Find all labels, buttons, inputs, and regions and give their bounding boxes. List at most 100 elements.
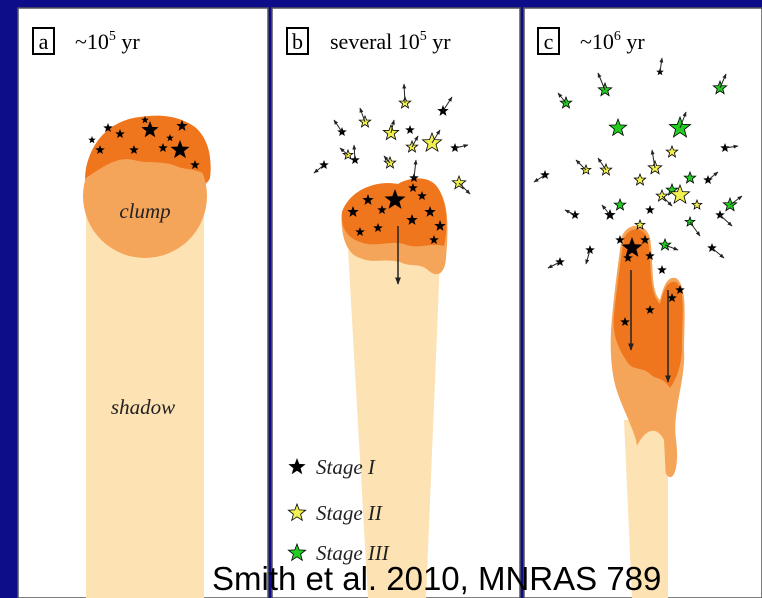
velocity-arrow <box>411 135 419 148</box>
stage-iii-star <box>658 237 672 251</box>
stage-i-star <box>675 285 685 294</box>
legend: Stage I Stage II Stage III <box>287 455 390 565</box>
legend-star-stage-iii <box>287 542 307 562</box>
stage-i-star <box>319 160 329 169</box>
stage-i-star <box>373 223 383 232</box>
stage-i-star <box>95 145 105 154</box>
velocity-arrow <box>390 119 395 134</box>
velocity-arrow <box>729 195 743 206</box>
legend-label-stage-ii: Stage II <box>316 501 383 525</box>
velocity-arrow <box>402 83 407 104</box>
stage-i-star <box>540 170 550 179</box>
stage-i-star <box>615 235 625 244</box>
panel-a-figure: clump shadow <box>83 115 211 598</box>
stage-i-star <box>715 210 725 219</box>
stage-i-star <box>585 245 595 254</box>
stage-i-star <box>190 160 200 169</box>
velocity-arrow <box>454 144 469 149</box>
stage-i-star <box>129 145 139 154</box>
velocity-arrow <box>719 214 733 227</box>
stage-i-star <box>424 206 436 217</box>
stage-i-star <box>645 305 655 314</box>
stage-i-star <box>347 206 359 217</box>
velocity-arrow <box>564 209 576 216</box>
stage-i-star <box>103 123 113 132</box>
velocity-arrow <box>597 72 606 91</box>
stage-i-star <box>555 257 565 266</box>
velocity-arrow <box>661 195 673 207</box>
velocity-arrow <box>547 261 561 269</box>
stage-iii-star <box>683 170 697 184</box>
stage-ii-star <box>633 172 647 186</box>
stage-i-star <box>406 214 418 225</box>
stage-ii-star <box>655 188 669 202</box>
stage-ii-star <box>634 218 646 230</box>
velocity-arrow <box>707 171 719 181</box>
velocity-arrow <box>359 107 366 123</box>
stage-i-star <box>417 191 427 200</box>
panel-b-letter: b <box>292 29 303 54</box>
stage-iii-star <box>613 197 627 211</box>
stage-iii-star <box>608 117 628 137</box>
stage-i-star <box>158 143 168 152</box>
velocity-arrow <box>431 129 441 144</box>
velocity-arrow <box>313 164 325 174</box>
stage-i-star <box>640 235 650 244</box>
panel-a-time: ~105 yr <box>75 29 140 54</box>
arrows-layer <box>313 57 743 269</box>
stage-i-star <box>434 220 446 231</box>
velocity-arrow <box>383 155 391 164</box>
legend-item-stage-ii: Stage II <box>287 501 383 525</box>
legend-label-stage-iii: Stage III <box>316 541 390 565</box>
panel-c-title: c ~106 yr <box>537 27 645 55</box>
velocity-arrow <box>533 174 546 183</box>
stage-i-star <box>377 205 387 214</box>
stage-i-star <box>667 293 677 302</box>
velocity-arrow <box>689 221 701 237</box>
velocity-arrow <box>724 144 739 149</box>
panel-c-time: ~106 yr <box>580 29 645 54</box>
stage-i-star <box>405 125 415 134</box>
stage-iii-star <box>722 196 738 212</box>
stage-i-star <box>623 253 633 262</box>
legend-star-stage-ii <box>287 502 307 522</box>
stage-i-star <box>170 140 190 159</box>
panel-b-time: several 105 yr <box>330 29 451 54</box>
velocity-arrow <box>650 149 656 169</box>
stage-iii-star <box>684 215 696 227</box>
velocity-arrow <box>585 249 591 265</box>
stage-i-star <box>408 183 418 192</box>
legend-item-stage-iii: Stage III <box>287 541 390 565</box>
panel-c-letter: c <box>544 29 554 54</box>
velocity-arrow <box>333 119 343 133</box>
panel-b-shadow <box>348 250 440 598</box>
stage-ii-star <box>669 183 691 205</box>
panel-a-letter: a <box>39 29 49 54</box>
legend-item-stage-i: Stage I <box>288 455 376 479</box>
velocity-arrow <box>458 182 471 195</box>
velocity-arrow <box>679 111 687 129</box>
velocity-arrow <box>575 159 587 171</box>
panel-a-title: a ~105 yr <box>32 27 140 55</box>
stage-ii-star <box>665 144 679 158</box>
stage-i-star <box>645 251 655 260</box>
stage-i-star <box>620 317 630 326</box>
panel-c-letter-box <box>537 27 560 55</box>
stage-i-star <box>355 227 365 236</box>
panel-a-clump-label: clump <box>119 199 170 223</box>
velocity-arrow <box>601 204 611 216</box>
stage-i-star <box>621 237 643 257</box>
velocity-arrow <box>597 157 607 171</box>
stage-i-star <box>115 129 125 138</box>
panel-a-letter-box <box>32 27 55 55</box>
velocity-arrow <box>659 57 664 73</box>
stage-i-star <box>645 205 655 214</box>
stage-i-star <box>141 116 149 124</box>
stage-i-star <box>362 194 374 205</box>
stage-i-star <box>429 235 439 244</box>
panel-b-letter-box <box>286 27 309 55</box>
stage-i-star <box>176 120 188 131</box>
legend-star-stage-i <box>288 458 306 475</box>
velocity-arrow <box>557 92 567 104</box>
